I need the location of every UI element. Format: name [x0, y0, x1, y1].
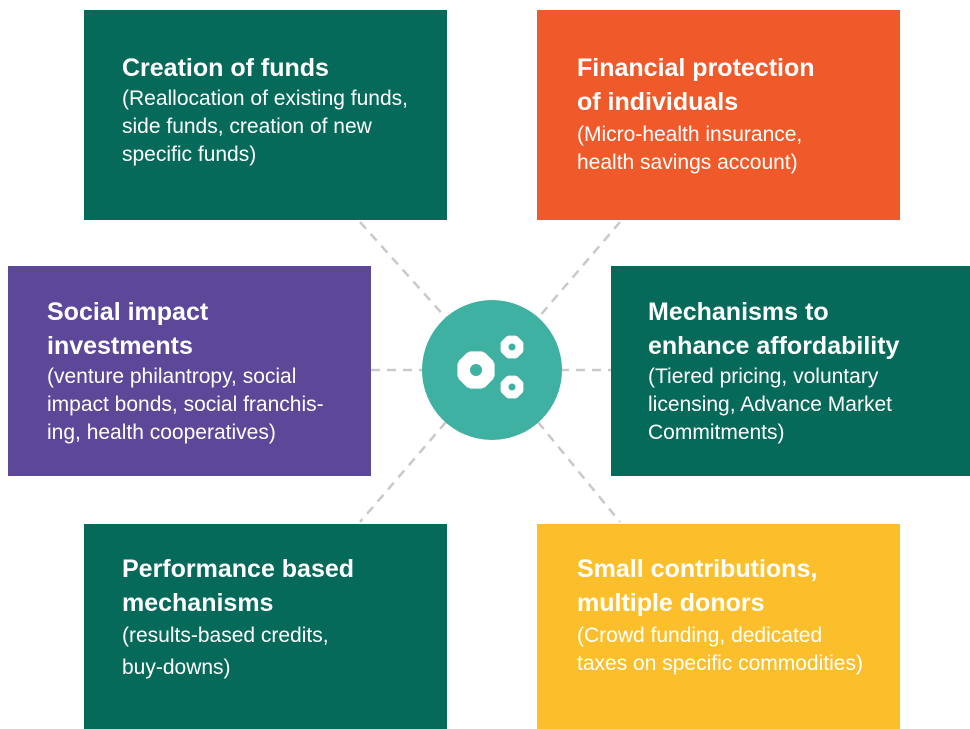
connector-top-left [359, 221, 447, 319]
box-title: Social impact investments [47, 298, 209, 360]
box-description: (Crowd funding, dedicated taxes on speci… [577, 624, 863, 675]
box-mechanisms-affordability: Mechanisms to enhance affordability (Tie… [611, 266, 970, 476]
box-title: Performance based mechanisms [122, 555, 355, 617]
box-title: Mechanisms to enhance affordability [648, 298, 900, 360]
box-social-impact-investments: Social impact investments (venture phila… [8, 266, 371, 476]
box-financial-protection: Financial protection of individuals (Mic… [537, 10, 900, 220]
box-performance-based: Performance based mechanisms (results-ba… [84, 524, 447, 729]
box-description: (venture philantropy, social impact bond… [47, 365, 324, 444]
box-description: (Reallocation of existing funds, side fu… [122, 87, 408, 166]
box-description: (Tiered pricing, voluntary licensing, Ad… [648, 365, 892, 444]
connector-bottom-right [537, 421, 621, 523]
box-title: Creation of funds [122, 54, 329, 82]
box-creation-of-funds: Creation of funds (Reallocation of exist… [84, 10, 447, 220]
gears-icon [422, 300, 562, 440]
box-title: Financial protection of individuals [577, 54, 815, 116]
connector-top-right [537, 221, 621, 319]
box-title: Small contributions, multiple donors [577, 555, 818, 617]
box-description: (Micro-health insurance, health savings … [577, 123, 803, 174]
box-description: (results-based credits, buy-downs) [122, 624, 329, 679]
hub-circle [422, 300, 562, 440]
box-small-contributions: Small contributions, multiple donors (Cr… [537, 524, 900, 729]
connector-bottom-left [359, 421, 447, 523]
